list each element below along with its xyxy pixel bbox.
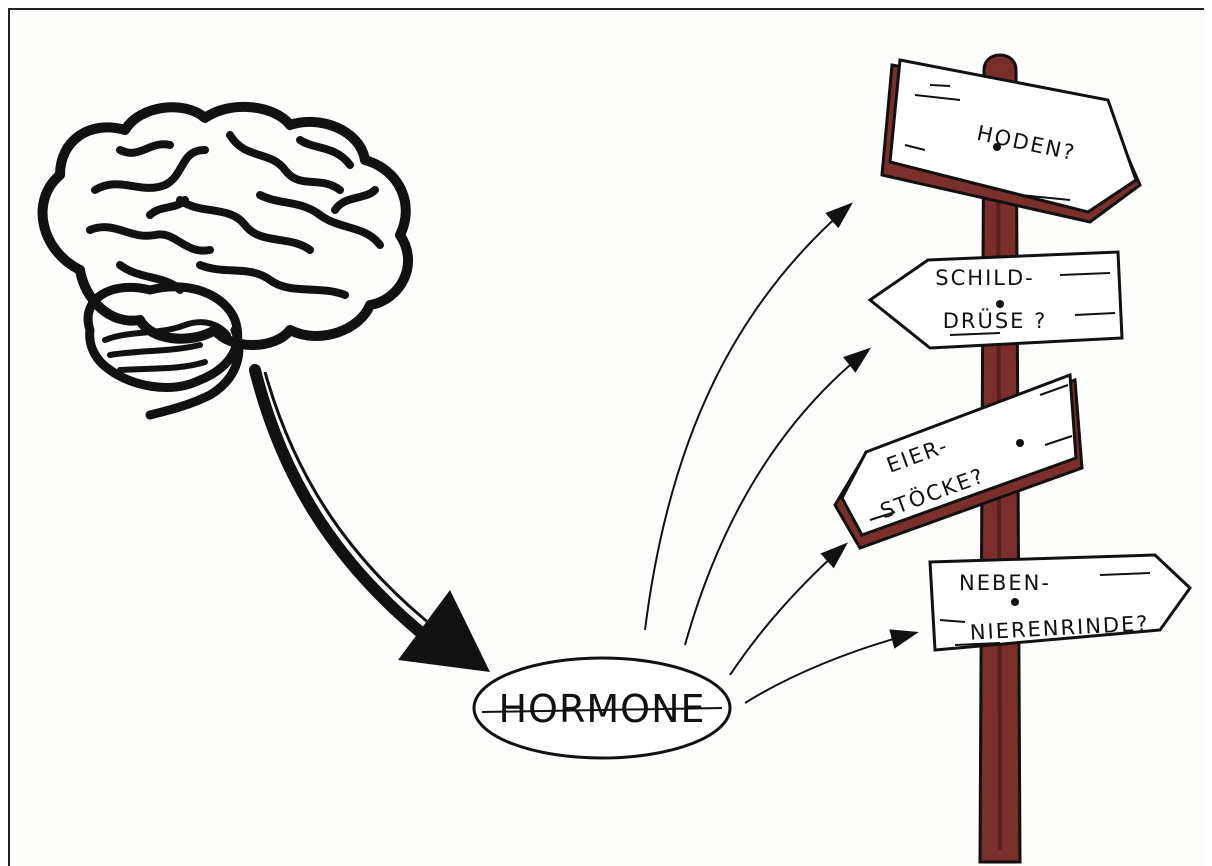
sign-nebennierenrinde: NEBEN- NIERENRINDE?: [928, 553, 1192, 652]
brain-to-hormone-arrow: [249, 364, 490, 672]
arrow-to-hoden: [644, 202, 854, 631]
arrow-to-eierstoecke: [729, 542, 848, 676]
hormone-node: HORMONE: [472, 656, 732, 760]
arrow-to-nebennierenrinde: [744, 629, 919, 704]
sign-schilddruese-line1: SCHILD-: [935, 266, 1034, 290]
sign-schilddruese-line2: DRÜSE ?: [943, 308, 1048, 333]
sign-schilddruese: SCHILD- DRÜSE ?: [867, 250, 1124, 350]
arrow-to-schilddruese: [684, 347, 872, 646]
hormone-arrows: [644, 202, 919, 704]
brain-icon: [37, 101, 414, 420]
sign-hoden: HODEN?: [880, 58, 1142, 224]
sign-eierstoecke: EIER- STÖCKE?: [833, 372, 1084, 550]
sign-nebennierenrinde-line1: NEBEN-: [959, 571, 1051, 595]
